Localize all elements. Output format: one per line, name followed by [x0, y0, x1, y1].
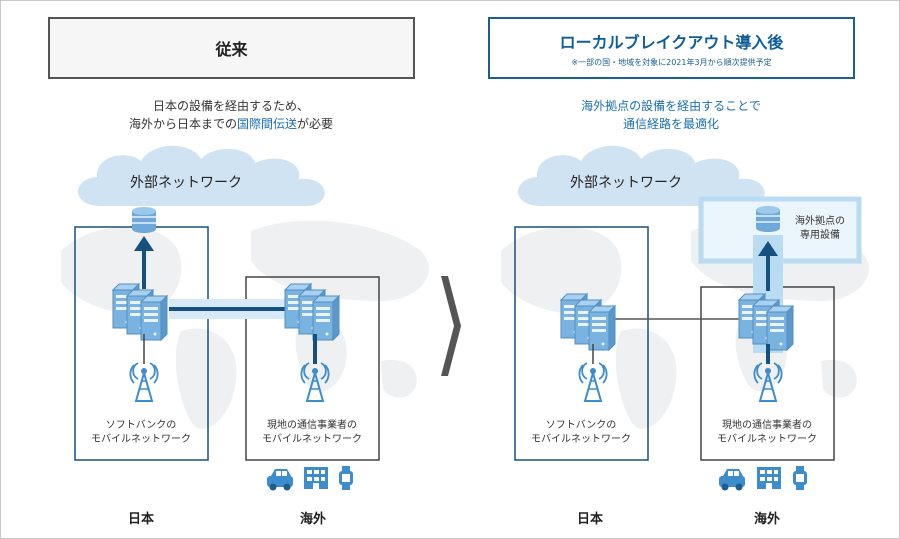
- overseas-region-box-left: [245, 276, 380, 461]
- region-label-japan-left: 日本: [127, 512, 154, 527]
- japan-region-box-right: [514, 226, 649, 461]
- antenna-tower-icon: [129, 362, 159, 402]
- building-icon: [304, 467, 328, 489]
- dedicated-equipment-label: 海外拠点の 専用設備: [795, 216, 845, 241]
- database-icon: [131, 206, 157, 234]
- overseas-network-label-left: 現地の通信事業者の モバイルネットワーク: [262, 420, 362, 445]
- region-label-overseas-left: 海外: [299, 512, 326, 527]
- antenna-tower-icon: [578, 362, 608, 402]
- database-icon: [755, 205, 781, 233]
- cloud-label-left: 外部ネットワーク: [130, 175, 242, 191]
- overseas-network-label-right: 現地の通信事業者の モバイルネットワーク: [717, 420, 817, 445]
- japan-network-label-right: ソフトバンクの モバイルネットワーク: [531, 420, 631, 445]
- smartwatch-icon: [339, 466, 353, 490]
- japan-network-label-left: ソフトバンクの モバイルネットワーク: [91, 420, 191, 445]
- smartwatch-icon: [793, 466, 807, 490]
- left-panel-title: 従来: [48, 17, 415, 79]
- cloud-right: [517, 145, 765, 206]
- building-icon: [757, 467, 781, 489]
- server-cluster-japan: [561, 294, 615, 350]
- car-icon: [267, 469, 293, 491]
- cloud-left: [77, 145, 325, 206]
- left-caption: 日本の設備を経由するため、 海外から日本までの国際間伝送が必要: [128, 99, 334, 131]
- chevron-right-icon: [441, 276, 461, 376]
- region-label-overseas-right: 海外: [753, 512, 780, 527]
- region-label-japan-right: 日本: [576, 512, 603, 527]
- right-panel-title: ローカルブレイクアウト導入後 ※一部の国・地域を対象に2021年3月から順次提供…: [488, 17, 855, 79]
- right-caption: 海外拠点の設備を経由することで 通信経路を最適化: [581, 99, 761, 131]
- car-icon: [719, 469, 745, 491]
- cloud-label-right: 外部ネットワーク: [570, 175, 682, 191]
